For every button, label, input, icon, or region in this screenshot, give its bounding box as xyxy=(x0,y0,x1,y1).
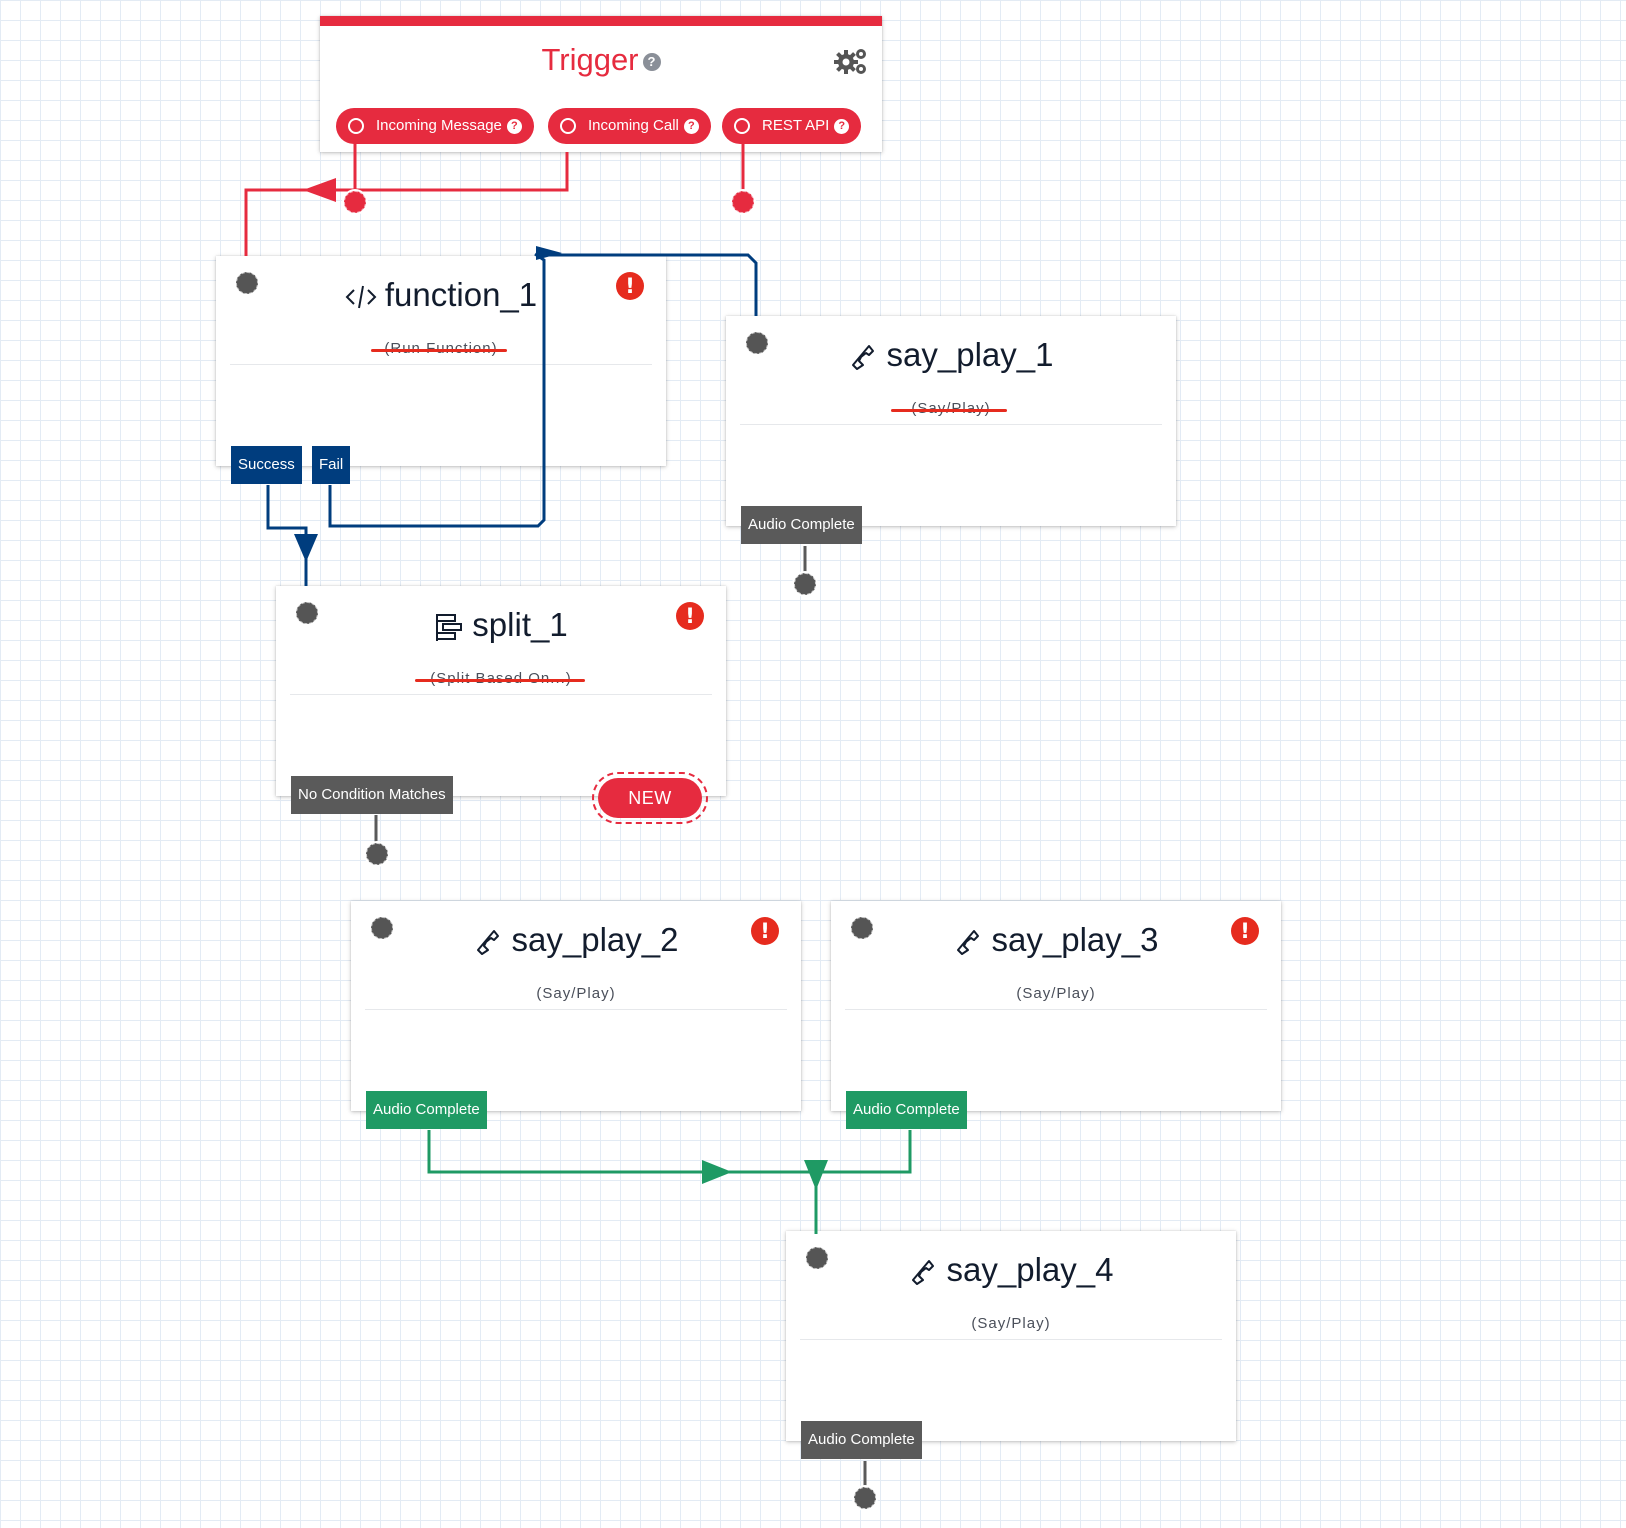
error-icon[interactable]: ! xyxy=(676,602,704,630)
input-port[interactable] xyxy=(236,272,258,294)
widget-type: (Say/Play) xyxy=(536,985,616,1002)
radio-icon xyxy=(734,118,750,134)
widget-say-play-4[interactable]: say_play_4 (Say/Play) xyxy=(786,1231,1236,1441)
widget-say-play-2[interactable]: say_play_2 (Say/Play) ! xyxy=(351,901,801,1111)
wire-say-play-3-complete xyxy=(814,1130,912,1234)
input-port[interactable] xyxy=(746,332,768,354)
widget-title: function_1 xyxy=(216,276,666,314)
divider xyxy=(290,694,712,695)
widget-say-play-3[interactable]: say_play_3 (Say/Play) ! xyxy=(831,901,1281,1111)
trigger-rest-api[interactable]: REST API? xyxy=(722,108,862,144)
radio-icon xyxy=(560,118,576,134)
widget-title: say_play_4 xyxy=(786,1251,1236,1289)
input-port[interactable] xyxy=(296,602,318,624)
widget-title: split_1 xyxy=(276,606,726,644)
transition-audio-complete[interactable]: Audio Complete xyxy=(366,1091,487,1129)
gear-icon[interactable] xyxy=(834,46,868,81)
phone-icon xyxy=(849,343,879,371)
widget-type: (Say/Play) xyxy=(971,1315,1051,1332)
trigger-title: Trigger? xyxy=(320,42,882,78)
split-icon xyxy=(434,612,464,642)
error-icon[interactable]: ! xyxy=(1231,917,1259,945)
arrow-to-function xyxy=(303,178,336,202)
code-icon xyxy=(345,283,377,311)
widget-function-1[interactable]: function_1 (Run Function) ! xyxy=(216,256,666,466)
arrow-to-split xyxy=(294,534,318,562)
transition-audio-complete[interactable]: Audio Complete xyxy=(741,506,862,544)
annotation-underline xyxy=(371,349,507,352)
help-icon[interactable]: ? xyxy=(834,118,850,134)
transition-no-condition-matches[interactable]: No Condition Matches xyxy=(291,776,453,814)
output-port[interactable] xyxy=(794,573,816,595)
divider xyxy=(230,364,652,365)
say-play-wires xyxy=(427,1130,912,1234)
transition-fail[interactable]: Fail xyxy=(312,446,351,484)
widget-title: say_play_1 xyxy=(726,336,1176,374)
widget-type: (Say/Play) xyxy=(1016,985,1096,1002)
output-port[interactable] xyxy=(854,1487,876,1509)
error-icon[interactable]: ! xyxy=(616,272,644,300)
input-port[interactable] xyxy=(371,917,393,939)
widget-type: (Say/Play) xyxy=(726,400,1176,417)
trigger-incoming-message[interactable]: Incoming Message? xyxy=(336,108,534,144)
widget-type: (Split Based On...) xyxy=(276,670,726,687)
trigger-incoming-call[interactable]: Incoming Call? xyxy=(548,108,711,144)
divider xyxy=(740,424,1162,425)
help-icon[interactable]: ? xyxy=(506,118,522,134)
annotation-underline xyxy=(415,679,585,682)
transition-success[interactable]: Success xyxy=(231,446,302,484)
input-port[interactable] xyxy=(851,917,873,939)
arrow-green-right xyxy=(702,1160,732,1184)
transition-audio-complete[interactable]: Audio Complete xyxy=(801,1421,922,1459)
output-port[interactable] xyxy=(366,843,388,865)
new-transition-button[interactable]: NEW xyxy=(592,772,708,824)
phone-icon xyxy=(474,928,504,956)
help-icon[interactable]: ? xyxy=(642,52,661,71)
divider xyxy=(800,1339,1222,1340)
divider xyxy=(845,1009,1267,1010)
transition-audio-complete[interactable]: Audio Complete xyxy=(846,1091,967,1129)
wire-success xyxy=(266,485,308,586)
widget-say-play-1[interactable]: say_play_1 (Say/Play) xyxy=(726,316,1176,526)
trigger-wires xyxy=(244,134,745,256)
annotation-underline xyxy=(891,409,1007,412)
phone-icon xyxy=(954,928,984,956)
phone-icon xyxy=(909,1258,939,1286)
wire-say-play-2-complete xyxy=(427,1130,816,1174)
widget-title: say_play_3 xyxy=(831,921,1281,959)
wire-incoming-call-to-function xyxy=(244,152,569,256)
input-port[interactable] xyxy=(806,1247,828,1269)
widget-split-1[interactable]: split_1 (Split Based On...) ! xyxy=(276,586,726,796)
error-icon[interactable]: ! xyxy=(751,917,779,945)
arrow-green-down xyxy=(804,1160,828,1190)
trigger-widget[interactable]: Trigger? Incoming Message? Incoming Call… xyxy=(320,16,882,152)
divider xyxy=(365,1009,787,1010)
incoming-message-port[interactable] xyxy=(344,191,366,213)
rest-api-port[interactable] xyxy=(732,191,754,213)
radio-icon xyxy=(348,118,364,134)
widget-title: say_play_2 xyxy=(351,921,801,959)
help-icon[interactable]: ? xyxy=(683,118,699,134)
